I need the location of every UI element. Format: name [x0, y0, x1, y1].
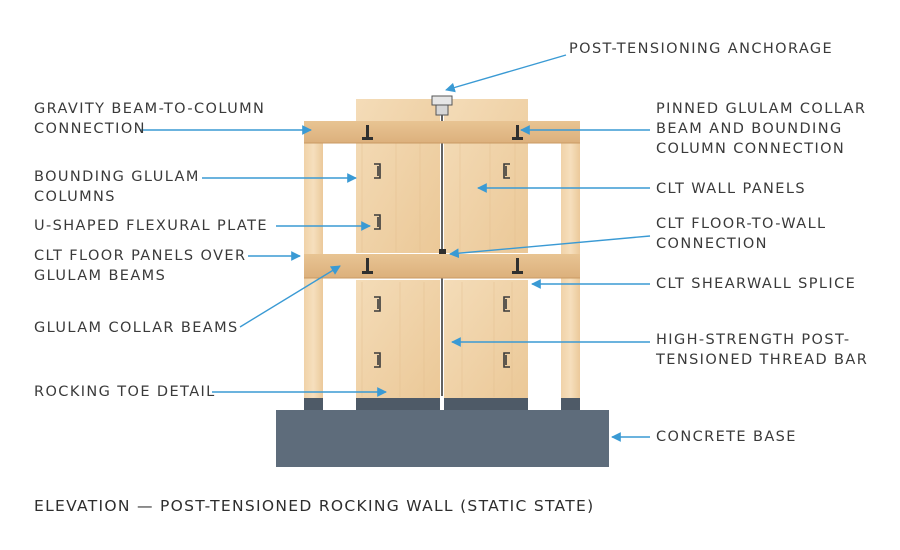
label-clt-floor-panels-line2: GLULAM BEAMS [34, 268, 167, 284]
label-floor-to-wall-line1: CLT FLOOR-TO-WALL [656, 216, 827, 232]
label-pinned-collar-line3: COLUMN CONNECTION [656, 141, 846, 157]
collar-brackets [362, 125, 523, 274]
label-u-shaped-plate: U-SHAPED FLEXURAL PLATE [34, 218, 268, 234]
label-clt-shearwall-splice: CLT SHEARWALL SPLICE [656, 276, 857, 292]
panel-grain [361, 140, 516, 397]
label-bounding-columns-line2: COLUMNS [34, 189, 116, 205]
concrete-base [276, 410, 609, 467]
label-bounding-columns-line1: BOUNDING GLULAM [34, 169, 200, 185]
label-clt-floor-panels-line1: CLT FLOOR PANELS OVER [34, 248, 247, 264]
label-thread-bar-line1: HIGH-STRENGTH POST- [656, 332, 851, 348]
leader-floor-to-wall [449, 235, 651, 259]
figure-caption: ELEVATION — POST-TENSIONED ROCKING WALL … [34, 497, 595, 515]
mid-clt-floor-slab [304, 254, 580, 278]
leader-lines [140, 54, 651, 442]
label-pinned-collar-line1: PINNED GLULAM COLLAR [656, 101, 867, 117]
label-gravity-beam-line2: CONNECTION [34, 121, 146, 137]
leader-collar-beams [239, 265, 341, 328]
lower-right-clt-panel [444, 280, 528, 398]
label-rocking-toe-detail: ROCKING TOE DETAIL [34, 384, 216, 400]
label-pinned-collar-line2: BEAM AND BOUNDING [656, 121, 843, 137]
label-glulam-collar-beams: GLULAM COLLAR BEAMS [34, 320, 239, 336]
rocking-toe-strip-left [356, 398, 440, 410]
top-glulam-collar-beam [304, 121, 580, 143]
label-thread-bar-line2: TENSIONED THREAD BAR [656, 352, 869, 368]
label-post-tensioning-anchorage: POST-TENSIONING ANCHORAGE [569, 41, 834, 57]
label-clt-wall-panels: CLT WALL PANELS [656, 181, 806, 197]
right-column-toe [561, 398, 580, 410]
leader-anchorage [445, 54, 567, 93]
post-tensioning-anchorage [431, 95, 453, 116]
label-floor-to-wall-line2: CONNECTION [656, 236, 768, 252]
u-shaped-flexural-plates [374, 163, 510, 368]
label-gravity-beam-line1: GRAVITY BEAM-TO-COLUMN [34, 101, 266, 117]
left-column-toe [304, 398, 323, 410]
label-concrete-base: CONCRETE BASE [656, 429, 797, 445]
rocking-toe-strip-right [444, 398, 528, 410]
lower-left-clt-panel [356, 280, 440, 398]
